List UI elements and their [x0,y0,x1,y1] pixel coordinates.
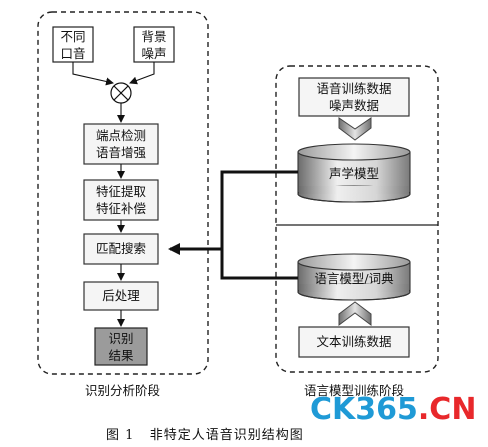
acoustic-model-connector [220,170,298,249]
text-data-label: 文本训练数据 [316,334,392,349]
feature-box [83,179,159,221]
accent-to-mixer-arrow [72,62,114,86]
search-label: 匹配搜索 [95,241,146,256]
endpoint-label: 端点检测 语音增强 [95,128,146,160]
endpoint-box [83,123,159,165]
feature-label: 特征提取 特征补偿 [95,184,146,216]
acoustic-model-cylinder [297,143,411,203]
result-label: 识别 结果 [108,331,134,363]
language-model-label: 语言模型/词典 [314,271,394,286]
noise-input-box [133,26,175,63]
noise-input-label: 背景 噪声 [141,29,167,61]
result-box [94,327,148,366]
watermark-right-text: CN [429,392,477,427]
speech-data-chevron-icon [338,117,372,141]
accent-input-label: 不同 口音 [60,29,86,61]
left-stage-label: 识别分析阶段 [85,383,161,398]
accent-input-box [52,26,94,63]
post-box [83,281,159,311]
mixer-icon [110,82,132,104]
right-stage-label: 语言模型训练阶段 [304,383,405,398]
right-stage-group [275,65,439,373]
search-box [83,233,159,265]
watermark-dot: . [417,392,430,427]
post-label: 后处理 [102,288,140,303]
language-model-connector [220,249,298,280]
text-data-chevron-icon [338,301,372,326]
figure-caption: 图 1 非特定人语音识别结构图 [106,428,304,443]
acoustic-model-label: 声学模型 [328,166,379,181]
text-data-box [298,326,410,358]
watermark-logo: CK365.CN [310,392,476,427]
speech-data-label: 语音训练数据 噪声数据 [316,81,392,113]
left-stage-group [37,11,209,375]
watermark-left-text: CK365 [310,392,418,427]
noise-to-mixer-arrow [129,62,155,85]
speech-data-box [298,77,410,117]
language-model-cylinder [297,253,411,301]
